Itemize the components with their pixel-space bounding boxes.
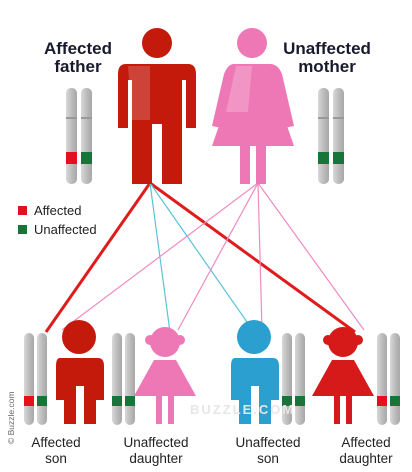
child4-marker-affected: [377, 396, 387, 406]
father-marker-affected: [66, 152, 77, 164]
child1-marker-unaffected: [37, 396, 47, 406]
child-figure-affected-daughter: [312, 327, 400, 425]
mother-label-line1: Unaffected: [283, 39, 371, 58]
father-chromosomes: [66, 88, 92, 184]
child3-chromosomes: [282, 333, 305, 425]
child2-label-line2: daughter: [129, 451, 183, 466]
father-label: Affected father: [30, 40, 126, 76]
child4-chromosomes: [377, 333, 400, 425]
child-label-affected-son: Affected son: [16, 435, 96, 467]
legend-affected: Affected: [18, 203, 81, 218]
child4-marker-unaffected: [390, 396, 400, 406]
mother-label: Unaffected mother: [272, 40, 382, 76]
child-figure-unaffected-daughter: [112, 327, 196, 425]
child1-label-line2: son: [45, 451, 67, 466]
line-father-unaffected-daughter: [149, 182, 171, 333]
child4-label-line2: daughter: [339, 451, 393, 466]
line-mother-affected-daughter: [257, 182, 365, 331]
child1-marker-affected: [24, 396, 34, 406]
child2-label-line1: Unaffected: [123, 435, 189, 450]
father-marker-unaffected: [81, 152, 92, 164]
line-father-affected-daughter: [149, 181, 356, 334]
line-mother-affected-son: [61, 182, 259, 331]
child3-marker-unaffected-1: [282, 396, 292, 406]
line-mother-unaffected-daughter: [177, 182, 259, 331]
line-mother-unaffected-son: [257, 182, 263, 331]
child-figure-unaffected-son: [231, 320, 305, 425]
child-label-unaffected-son: Unaffected son: [220, 435, 316, 467]
mother-marker-unaffected-2: [333, 152, 344, 164]
legend-affected-label: Affected: [34, 203, 82, 218]
child2-chromosomes: [112, 333, 135, 425]
father-label-line2: father: [54, 57, 102, 76]
legend-affected-swatch: [18, 206, 27, 215]
line-father-unaffected-son: [149, 182, 255, 333]
mother-chromosomes: [318, 88, 344, 184]
mother-figure: [212, 28, 294, 184]
child4-label-line1: Affected: [341, 435, 391, 450]
legend-unaffected: Unaffected: [18, 222, 97, 237]
child3-label-line2: son: [257, 451, 279, 466]
line-father-affected-son: [44, 182, 152, 333]
child-figure-affected-son: [24, 320, 104, 425]
father-label-line1: Affected: [43, 39, 112, 58]
child2-marker-unaffected-1: [112, 396, 122, 406]
child2-marker-unaffected-2: [125, 396, 135, 406]
watermark: BUZZLE.COM: [190, 402, 296, 417]
child1-chromosomes: [24, 333, 47, 425]
credit-text: © Buzzle.com: [6, 391, 16, 444]
child1-label-line1: Affected: [31, 435, 81, 450]
mother-label-line2: mother: [298, 57, 356, 76]
child-label-unaffected-daughter: Unaffected daughter: [108, 435, 204, 467]
legend-unaffected-label: Unaffected: [34, 222, 97, 237]
legend-unaffected-swatch: [18, 225, 27, 234]
child-label-affected-daughter: Affected daughter: [322, 435, 410, 467]
father-figure: [118, 28, 196, 184]
child3-label-line1: Unaffected: [235, 435, 301, 450]
mother-marker-unaffected-1: [318, 152, 329, 164]
child3-marker-unaffected-2: [295, 396, 305, 406]
